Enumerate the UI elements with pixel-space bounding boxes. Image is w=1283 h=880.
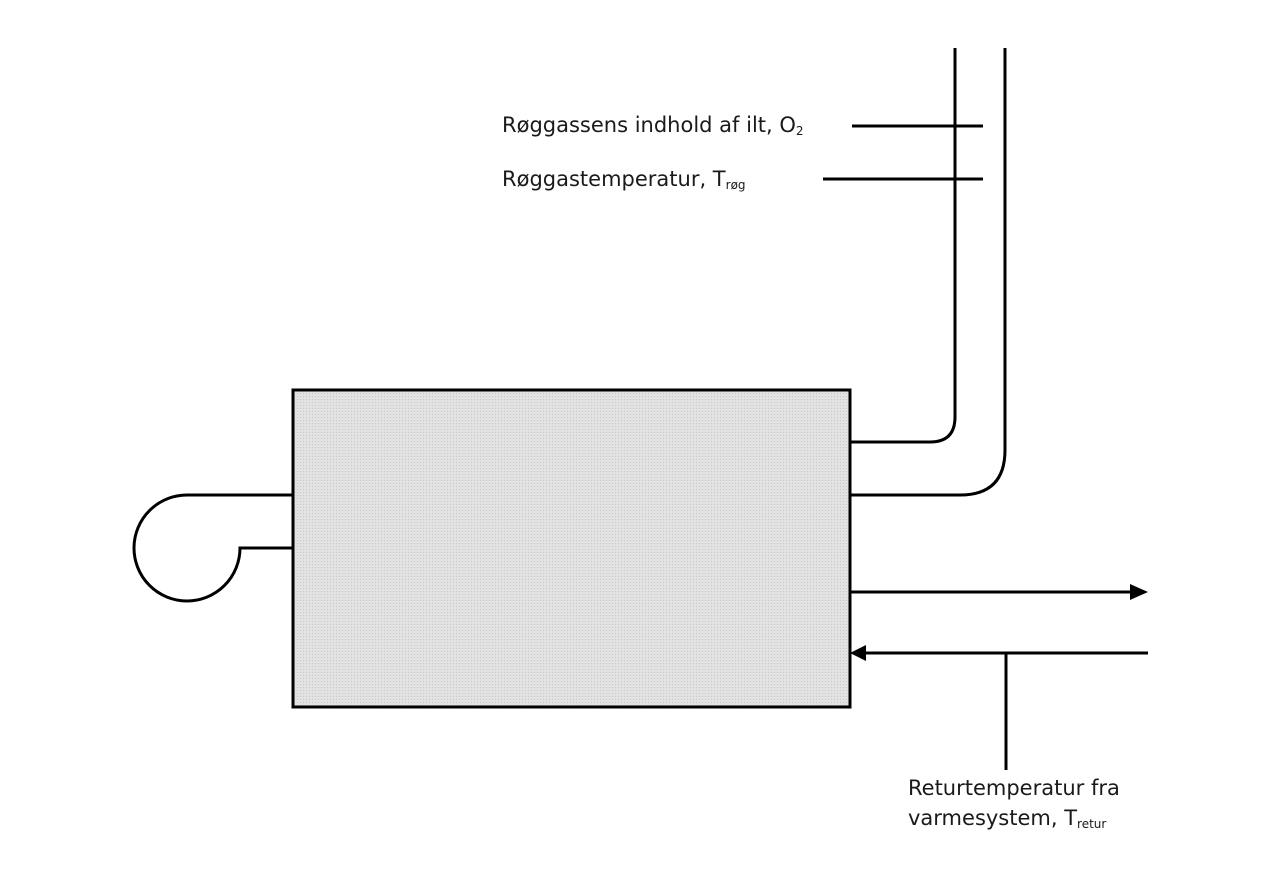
- oxygen-label-subscript: 2: [795, 124, 804, 138]
- return-arrowhead-icon: [850, 645, 866, 661]
- return-temp-label-subscript: retur: [1077, 817, 1107, 831]
- oxygen-label: Røggassens indhold af ilt, O2: [502, 113, 804, 138]
- flue-temp-label-text: Røggastemperatur, T: [502, 167, 726, 191]
- return-temp-label-line2: varmesystem, Tretur: [908, 806, 1107, 831]
- flue-pipe-outer: [850, 48, 1007, 497]
- burner-fan-icon: [132, 493, 293, 603]
- return-temp-label-line1-text: Returtemperatur fra: [908, 776, 1120, 800]
- flue-temp-label: Røggastemperatur, Trøg: [502, 167, 746, 192]
- boiler-box: [291, 388, 852, 709]
- return-temp-label-line1: Returtemperatur fra: [908, 778, 1120, 799]
- supply-arrowhead-icon: [1130, 584, 1148, 600]
- oxygen-label-text: Røggassens indhold af ilt, O: [502, 113, 796, 137]
- return-temp-label-line2-text: varmesystem, T: [908, 806, 1078, 830]
- flue-pipe-inner: [850, 48, 957, 444]
- flue-temp-label-subscript: røg: [725, 178, 746, 192]
